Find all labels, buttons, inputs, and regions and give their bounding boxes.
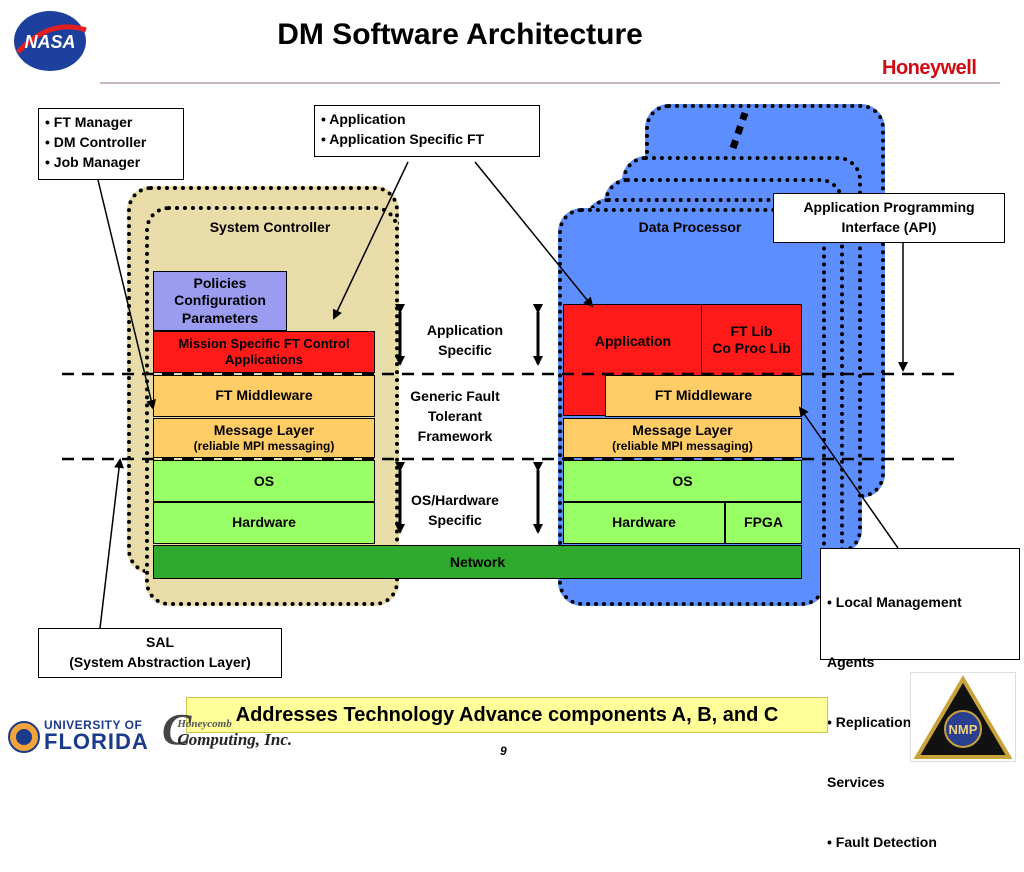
os-hardware-line-1: OS/Hardware [411,492,499,508]
os-hardware-label: OS/Hardware Specific [395,490,515,530]
policies-label: Policies Configuration Parameters [174,274,266,326]
callout-api-line-2: Interface (API) [841,219,937,235]
system-controller-label: System Controller [209,219,331,235]
callout-sal-line-1: SAL [146,634,174,650]
sc-os-label: OS [253,473,275,489]
services-connector [798,406,899,549]
api-callout: Application Programming Interface (API) [773,193,1005,243]
honeycomb-computing-logo: C Honeycomb Computing, Inc. [162,705,293,754]
connector-overlay [62,111,960,629]
dp-fpga-label: FPGA [744,514,783,531]
sc-hardware-label: Hardware [232,514,296,531]
title-divider [100,82,1000,84]
callout-application: • Application [321,111,406,127]
services-callout: • Local Management Agents • Replication … [820,548,1020,850]
application-connector-right [474,161,594,308]
nasa-logo: NASA [14,11,87,71]
application-specific-line-1: Application [426,322,504,338]
generic-framework-line-3: Framework [417,428,493,444]
page-title: DM Software Architecture [277,18,643,51]
honeywell-logo: Honeywell [882,57,977,79]
data-processor-label: Data Processor [638,219,742,235]
application-callout: • Application • Application Specific FT [314,105,540,157]
generic-framework-line-1: Generic Fault [410,388,500,404]
dp-hardware-block: Hardware [563,502,725,544]
callout-dm-controller: • DM Controller [45,134,147,150]
svg-text:NASA: NASA [24,32,75,52]
sc-ft-middleware-label: FT Middleware [215,387,313,404]
dp-fpga-block: FPGA [725,502,802,544]
network-bar: Network [153,545,802,579]
sc-message-layer-label: Message Layer [213,421,315,438]
callout-api-line-1: Application Programming [803,199,975,215]
page-number: 9 [500,744,507,758]
os-hardware-line-2: Specific [428,512,482,528]
dp-ft-middleware-label: FT Middleware [654,387,753,404]
uf-seal-icon [8,720,40,753]
callout-local-management: • Local Management [827,594,962,610]
dp-application-label: Application [594,333,672,349]
callout-replication: • Replication [827,714,912,730]
sc-hardware-block: Hardware [153,502,375,544]
policies-block: Policies Configuration Parameters [153,271,287,331]
uf-line-2: FLORIDA [44,729,149,754]
callout-ft-manager: • FT Manager [45,114,133,130]
generic-framework-label: Generic Fault Tolerant Framework [395,386,515,446]
uf-line-1: UNIVERSITY OF [44,718,143,732]
application-connector-left [332,161,409,320]
manager-connector [97,179,156,410]
dp-message-layer-sublabel: (reliable MPI messaging) [612,439,753,454]
dp-os-block: OS [563,460,802,502]
application-specific-line-2: Specific [438,342,492,358]
nmp-badge: NMP [910,672,1016,762]
network-label: Network [449,554,506,570]
callout-job-manager: • Job Manager [45,154,141,170]
dp-ft-lib-label-1: FT Lib [730,322,773,339]
mission-specific-label: Mission Specific FT Control Applications [178,335,350,367]
sc-ft-middleware-block: FT Middleware [153,375,375,417]
dp-message-layer-label: Message Layer [632,421,733,438]
generic-framework-line-2: Tolerant [427,408,483,424]
manager-callout: • FT Manager • DM Controller • Job Manag… [38,108,184,180]
mission-specific-block: Mission Specific FT Control Applications [153,331,375,373]
hc-line-1: Honeycomb [177,718,232,730]
sal-connector [99,458,125,629]
dp-ft-lib-block: FT Lib Co Proc Lib [701,304,802,376]
sal-callout: SAL (System Abstraction Layer) [38,628,282,678]
dp-message-layer-block: Message Layer (reliable MPI messaging) [563,418,802,458]
hc-line-2: Computing, Inc. [177,730,293,749]
dp-os-label: OS [672,473,693,489]
footer-banner: Addresses Technology Advance components … [186,697,828,733]
dp-hardware-label: Hardware [612,514,676,531]
callout-sal-line-2: (System Abstraction Layer) [69,654,251,670]
university-of-florida-logo: UNIVERSITY OF FLORIDA [8,718,149,755]
hc-c-glyph: C [162,705,192,754]
callout-fault-detection: • Fault Detection [827,834,937,850]
application-specific-label: Application Specific [400,320,530,360]
callout-application-specific-ft: • Application Specific FT [321,131,485,147]
ellipsis-dots [729,111,749,150]
dp-ft-middleware-block: FT Middleware [605,375,802,417]
sc-os-block: OS [153,460,375,502]
callout-agents: Agents [827,654,875,670]
dp-ft-lib-label-2: Co Proc Lib [712,340,791,356]
sc-message-layer-sublabel: (reliable MPI messaging) [193,439,335,454]
callout-services: Services [827,774,885,790]
svg-text:NMP: NMP [949,722,978,737]
sc-message-layer-block: Message Layer (reliable MPI messaging) [153,418,375,458]
